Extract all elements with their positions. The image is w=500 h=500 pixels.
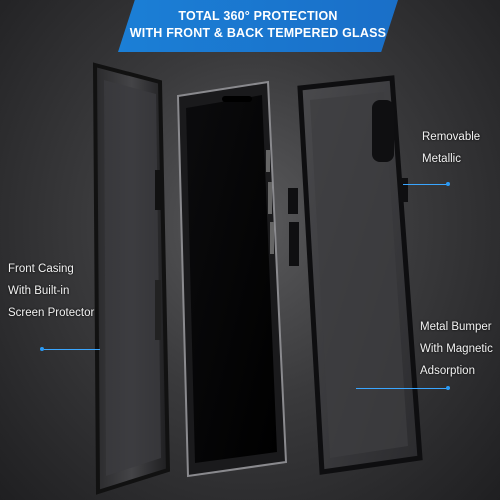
removable-label-line-2: Metallic [422, 153, 461, 165]
front-casing-label-line-3: Screen Protector [8, 307, 95, 319]
front-casing-label: Front Casing With Built-in Screen Protec… [8, 258, 94, 324]
banner-line-2: WITH FRONT & BACK TEMPERED GLASS [129, 26, 387, 40]
headline-banner: TOTAL 360° PROTECTION WITH FRONT & BACK … [118, 0, 398, 52]
banner-line-1: TOTAL 360° PROTECTION [178, 9, 338, 23]
removable-label: Removable Metallic [422, 126, 480, 170]
front-casing-pointer-dot [40, 347, 44, 351]
metal-bumper-pointer-dot [446, 386, 450, 390]
phone-image [176, 80, 288, 478]
metal-bumper-pointer-line [356, 388, 447, 389]
front-casing-label-line-2: With Built-in [8, 285, 70, 297]
removable-pointer-dot [446, 182, 450, 186]
removable-pointer-line [403, 184, 447, 185]
front-casing-image [92, 62, 171, 495]
front-casing-label-line-1: Front Casing [8, 263, 74, 275]
front-casing-pointer-line [44, 349, 100, 350]
removable-label-line-1: Removable [422, 131, 481, 143]
metal-bumper-label-line-2: With Magnetic [420, 343, 493, 355]
metal-bumper-image [288, 75, 423, 475]
metal-bumper-label: Metal Bumper With Magnetic Adsorption [420, 316, 493, 382]
metal-bumper-label-line-3: Adsorption [420, 365, 475, 377]
metal-bumper-label-line-1: Metal Bumper [420, 321, 492, 333]
